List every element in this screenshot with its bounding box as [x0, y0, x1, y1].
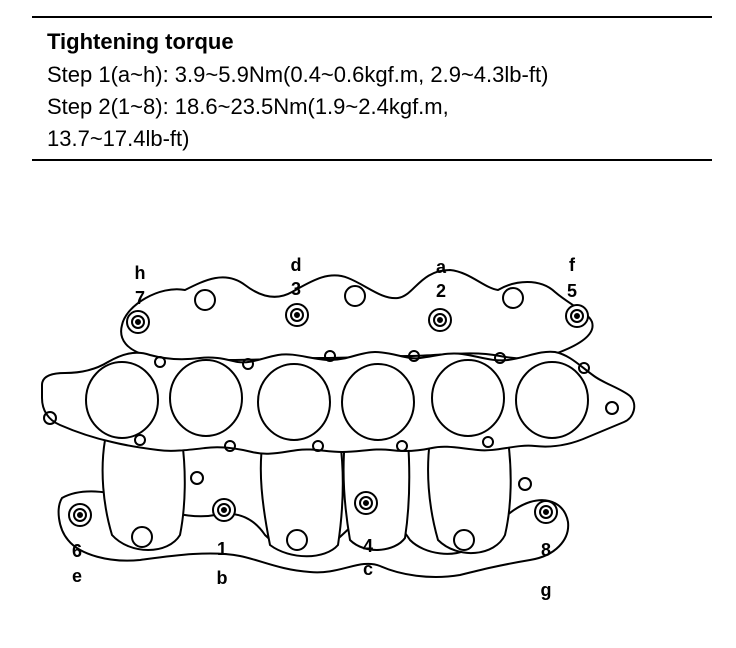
bolt-c4-number: 4 — [363, 536, 373, 556]
flange-hole — [605, 401, 619, 415]
bolt-g8 — [534, 500, 558, 524]
flange-hole — [482, 436, 494, 448]
flange-hole — [312, 440, 324, 452]
boss-hole — [344, 285, 366, 307]
lower-hole — [190, 471, 204, 485]
bolt-h7-number: 7 — [135, 288, 145, 308]
port-2 — [169, 359, 243, 437]
bolt-e6-number: 6 — [72, 541, 82, 561]
flange-hole — [242, 358, 254, 370]
lower-flange — [57, 490, 570, 578]
flange-hole — [134, 434, 146, 446]
bolt-b1-number: 1 — [217, 539, 227, 559]
spec-title: Tightening torque — [47, 29, 234, 54]
port-3 — [257, 363, 331, 441]
bolt-a2-letter: a — [436, 257, 447, 277]
runner-left — [101, 439, 186, 551]
flange-hole — [396, 440, 408, 452]
top-rule — [32, 16, 712, 18]
bolt-a2 — [428, 308, 452, 332]
bolt-g8-letter: g — [541, 580, 552, 600]
bolt-d3-letter: d — [291, 255, 302, 275]
spec-step2: Step 2(1~8): 18.6~23.5Nm(1.9~2.4kgf.m, — [47, 94, 449, 119]
bolt-h7 — [126, 310, 150, 334]
bolt-c4 — [354, 491, 378, 515]
flange-hole — [43, 411, 57, 425]
runner-mid-right — [342, 439, 411, 551]
flange-hole — [224, 440, 236, 452]
bolt-f5 — [565, 304, 589, 328]
bolt-e6-letter: e — [72, 566, 82, 586]
bolt-g8-number: 8 — [541, 540, 551, 560]
port-6 — [515, 361, 589, 439]
lower-hole — [131, 526, 153, 548]
bolt-d3-number: 3 — [291, 279, 301, 299]
bolt-b1 — [212, 498, 236, 522]
lower-hole — [453, 529, 475, 551]
bolt-b1-letter: b — [217, 568, 228, 588]
flange-hole — [494, 352, 506, 364]
port-4 — [341, 363, 415, 441]
boss-hole — [194, 289, 216, 311]
boss-hole — [502, 287, 524, 309]
bolt-f5-letter: f — [569, 255, 576, 275]
bolt-h7-letter: h — [135, 263, 146, 283]
bottom-rule — [32, 159, 712, 161]
lower-hole — [286, 529, 308, 551]
bolt-d3 — [285, 303, 309, 327]
bolt-c4-letter: c — [363, 559, 373, 579]
main-flange — [41, 350, 636, 455]
flange-hole — [154, 356, 166, 368]
bolt-e6 — [68, 503, 92, 527]
bolt-a2-number: 2 — [436, 281, 446, 301]
lower-hole — [518, 477, 532, 491]
flange-hole — [324, 350, 336, 362]
spec-step2-continued: 13.7~17.4lb-ft) — [47, 126, 190, 151]
port-1 — [85, 361, 159, 439]
flange-hole — [408, 350, 420, 362]
runner-right — [427, 439, 512, 554]
upper-flange — [120, 269, 594, 362]
bolt-f5-number: 5 — [567, 281, 577, 301]
runner-mid-left — [259, 439, 344, 558]
flange-hole — [578, 362, 590, 374]
spec-step1: Step 1(a~h): 3.9~5.9Nm(0.4~0.6kgf.m, 2.9… — [47, 62, 549, 87]
port-5 — [431, 359, 505, 437]
